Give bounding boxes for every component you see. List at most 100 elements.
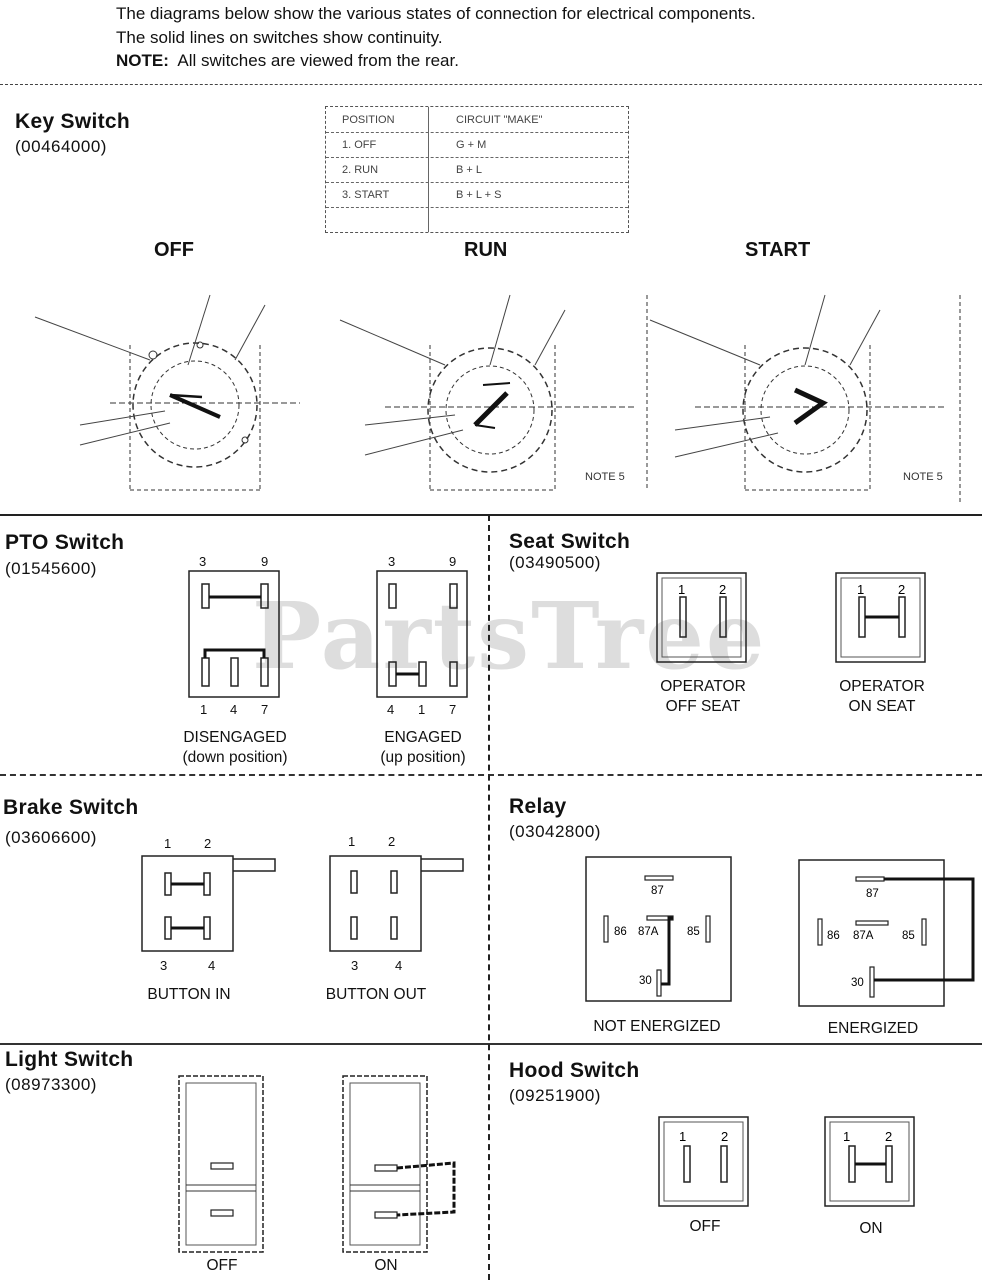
key-switch-title: Key Switch (15, 110, 131, 133)
pto-switch-part-number: (01545600) (5, 559, 97, 578)
key-state-start: START (745, 239, 811, 261)
brake-button-in-diagram (141, 855, 276, 952)
hood-pin-label: 1 (679, 1129, 686, 1144)
brake-pin-label: 2 (204, 836, 212, 851)
seat-pin-label: 1 (857, 582, 864, 597)
seat-state-on-line2: ON SEAT (848, 698, 916, 715)
relay-pin-30: 30 (639, 975, 652, 987)
pto-pin-label: 7 (449, 702, 457, 717)
brake-button-out-diagram (329, 855, 464, 952)
key-state-run: RUN (464, 239, 508, 261)
table-cell-position: 2. RUN (342, 164, 379, 176)
table-cell-position: 3. START (342, 189, 390, 201)
seat-off-diagram: 1 2 (656, 572, 747, 663)
key-switch-run-diagram: NOTE 5 (339, 294, 635, 491)
table-cell-circuit: B + L + S (456, 189, 502, 201)
relay-pin-87a: 87A (853, 930, 874, 942)
seat-pin-label: 2 (719, 582, 726, 597)
watermark: PartsTree (252, 582, 767, 690)
relay-pin-87: 87 (651, 885, 664, 897)
key-note-run: NOTE 5 (585, 471, 625, 483)
pto-pin-label: 4 (387, 702, 395, 717)
seat-state-on-line1: OPERATOR (839, 678, 925, 695)
key-switch-start-diagram: NOTE 5 (646, 294, 961, 505)
brake-state-button-out: BUTTON OUT (325, 986, 427, 1003)
note-text: All switches are viewed from the rear. (177, 51, 459, 70)
key-switch-part-number: (00464000) (15, 137, 107, 156)
relay-not-energized-diagram: 87 86 87A 85 30 (585, 856, 732, 1002)
hood-on-diagram: 1 2 (824, 1116, 915, 1207)
table-row: 3. START B + L + S (326, 182, 628, 208)
hood-off-diagram: 1 2 (658, 1116, 749, 1207)
pto-state-engaged: ENGAGED (384, 729, 462, 746)
key-switch-table: POSITION CIRCUIT "MAKE" 1. OFF G + M 2. … (325, 106, 629, 233)
hood-switch-part-number: (09251900) (509, 1086, 601, 1105)
table-cell-circuit: B + L (456, 164, 482, 176)
seat-pin-label: 1 (678, 582, 685, 597)
table-cell-position: 1. OFF (342, 139, 377, 151)
relay-state-energized: ENERGIZED (827, 1020, 919, 1037)
pto-pin-label: 9 (261, 554, 269, 569)
light-switch-part-number: (08973300) (5, 1075, 97, 1094)
intro-note: NOTE: All switches are viewed from the r… (116, 49, 756, 73)
brake-pin-label: 4 (208, 958, 216, 973)
relay-pin-87a: 87A (638, 926, 659, 938)
light-state-on: ON (374, 1257, 398, 1274)
brake-pin-label: 1 (164, 836, 172, 851)
pto-switch-title: PTO Switch (5, 531, 125, 554)
relay-state-not-energized: NOT ENERGIZED (593, 1018, 721, 1035)
light-off-diagram (178, 1075, 264, 1253)
pto-state-engaged-sub: (up position) (380, 749, 466, 766)
seat-state-off-line1: OPERATOR (660, 678, 746, 695)
table-header-position: POSITION (342, 114, 395, 126)
pto-pin-label: 1 (418, 702, 426, 717)
brake-switch-title: Brake Switch (3, 796, 139, 819)
hood-pin-label: 2 (885, 1129, 892, 1144)
pto-state-disengaged-sub: (down position) (182, 749, 288, 766)
divider-row-2 (0, 774, 982, 776)
pto-pin-label: 9 (449, 554, 457, 569)
key-note-start: NOTE 5 (903, 471, 943, 483)
hood-state-off: OFF (689, 1218, 721, 1235)
divider-row-3 (0, 1043, 982, 1045)
pto-pin-label: 3 (388, 554, 396, 569)
relay-part-number: (03042800) (509, 822, 601, 841)
table-header-row: POSITION CIRCUIT "MAKE" (326, 107, 628, 133)
key-switch-off-diagram (34, 294, 300, 491)
relay-pin-87: 87 (866, 888, 879, 900)
pto-disengaged-diagram (188, 570, 280, 698)
seat-state-off-line2: OFF SEAT (665, 698, 741, 715)
relay-energized-diagram: 87 86 87A 85 30 (798, 859, 975, 1007)
seat-switch-part-number: (03490500) (509, 553, 601, 572)
table-row: 1. OFF G + M (326, 132, 628, 158)
pto-pin-label: 7 (261, 702, 269, 717)
hood-state-on: ON (859, 1220, 883, 1237)
brake-pin-label: 3 (160, 958, 168, 973)
seat-pin-label: 2 (898, 582, 905, 597)
divider-key-switch (0, 514, 982, 516)
table-row: 2. RUN B + L (326, 157, 628, 183)
hood-pin-label: 2 (721, 1129, 728, 1144)
pto-engaged-diagram (376, 570, 468, 698)
table-column-divider (428, 107, 429, 232)
light-on-diagram (342, 1075, 456, 1253)
pto-pin-label: 4 (230, 702, 238, 717)
brake-pin-label: 4 (395, 958, 403, 973)
note-label: NOTE: (116, 51, 169, 70)
table-header-circuit: CIRCUIT "MAKE" (456, 114, 543, 126)
brake-pin-label: 1 (348, 834, 356, 849)
intro-text: The diagrams below show the various stat… (116, 2, 756, 73)
brake-pin-label: 2 (388, 834, 396, 849)
table-cell-circuit: G + M (456, 139, 487, 151)
relay-title: Relay (509, 795, 567, 818)
light-state-off: OFF (206, 1257, 238, 1274)
seat-on-diagram: 1 2 (835, 572, 926, 663)
relay-pin-85: 85 (687, 926, 700, 938)
pto-state-disengaged: DISENGAGED (183, 729, 287, 746)
relay-pin-30: 30 (851, 977, 864, 989)
relay-pin-85: 85 (902, 930, 915, 942)
pto-pin-label: 1 (200, 702, 208, 717)
hood-switch-title: Hood Switch (509, 1059, 640, 1082)
divider-top (0, 84, 982, 85)
pto-pin-label: 3 (199, 554, 207, 569)
